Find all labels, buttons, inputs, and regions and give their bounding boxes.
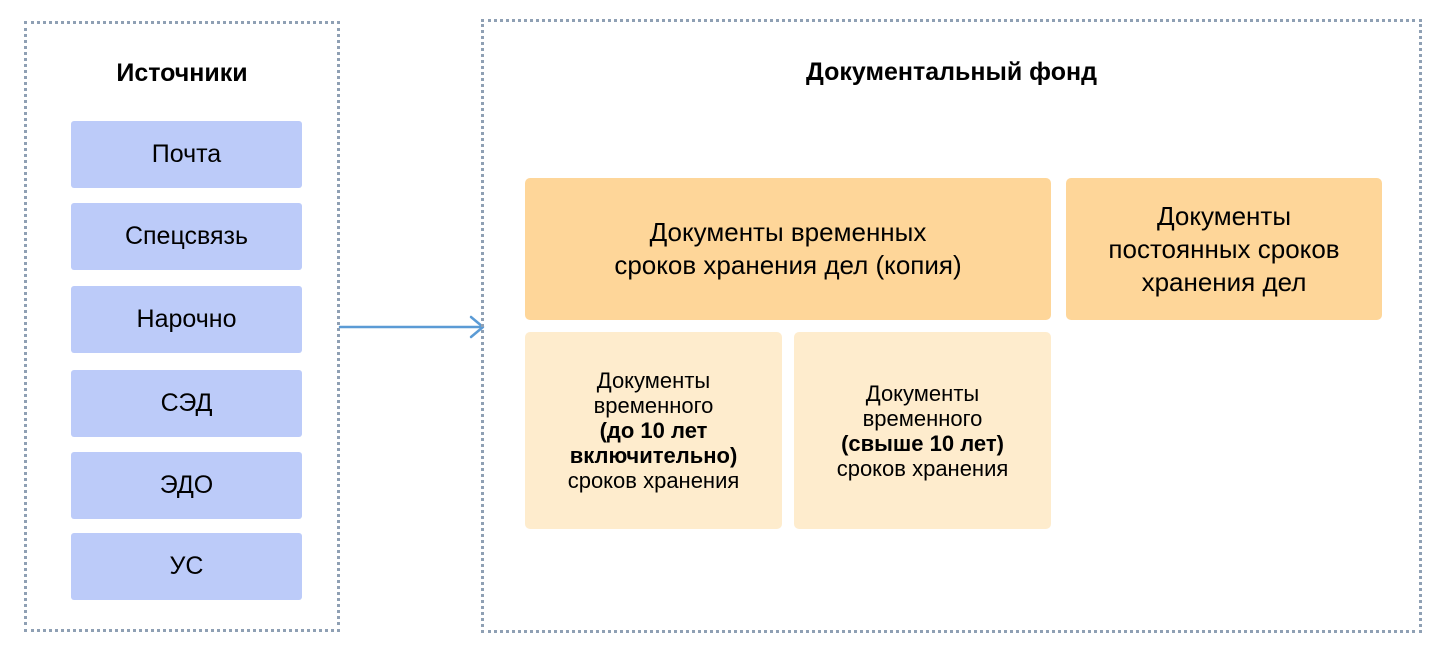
box-up-to-10-line: Документы <box>596 368 711 393</box>
box-permanent-line: Документы <box>1156 200 1292 231</box>
fund-panel: Документальный фонд Документы временных … <box>481 19 1422 633</box>
fund-title: Документальный фонд <box>806 58 1097 86</box>
box-temporary-copy: Документы временных сроков хранения дел … <box>525 178 1051 320</box>
box-permanent: Документы постоянных сроков хранения дел <box>1066 178 1382 320</box>
source-special-comm: Спецсвязь <box>71 203 302 270</box>
box-up-to-10-years: Документы временного (до 10 лет включите… <box>525 332 782 529</box>
box-up-to-10-line: сроков хранения <box>567 468 740 493</box>
source-mail: Почта <box>71 121 302 188</box>
sources-title: Источники <box>116 59 248 87</box>
box-over-10-line: сроков хранения <box>836 455 1009 481</box>
box-over-10-line: временного <box>862 405 983 431</box>
source-us: УС <box>71 533 302 600</box>
source-edo: ЭДО <box>71 452 302 519</box>
source-courier: Нарочно <box>71 286 302 353</box>
sources-panel: Источники Почта Спецсвязь Нарочно СЭД ЭД… <box>24 21 340 632</box>
flow-arrow <box>338 315 485 339</box>
box-up-to-10-line-bold: (до 10 лет <box>599 418 708 443</box>
box-permanent-line: постоянных сроков <box>1108 233 1340 264</box>
box-over-10-line-bold: (свыше 10 лет) <box>841 430 1004 456</box>
box-temporary-copy-line: сроков хранения дел (копия) <box>614 250 962 280</box>
box-temporary-copy-line: Документы временных <box>649 217 927 247</box>
box-over-10-line: Документы <box>865 380 980 406</box>
box-up-to-10-line-bold: включительно) <box>569 443 738 468</box>
box-over-10-years: Документы временного (свыше 10 лет) срок… <box>794 332 1051 529</box>
box-permanent-line: хранения дел <box>1141 266 1307 297</box>
source-sed: СЭД <box>71 370 302 437</box>
box-up-to-10-line: временного <box>593 393 714 418</box>
